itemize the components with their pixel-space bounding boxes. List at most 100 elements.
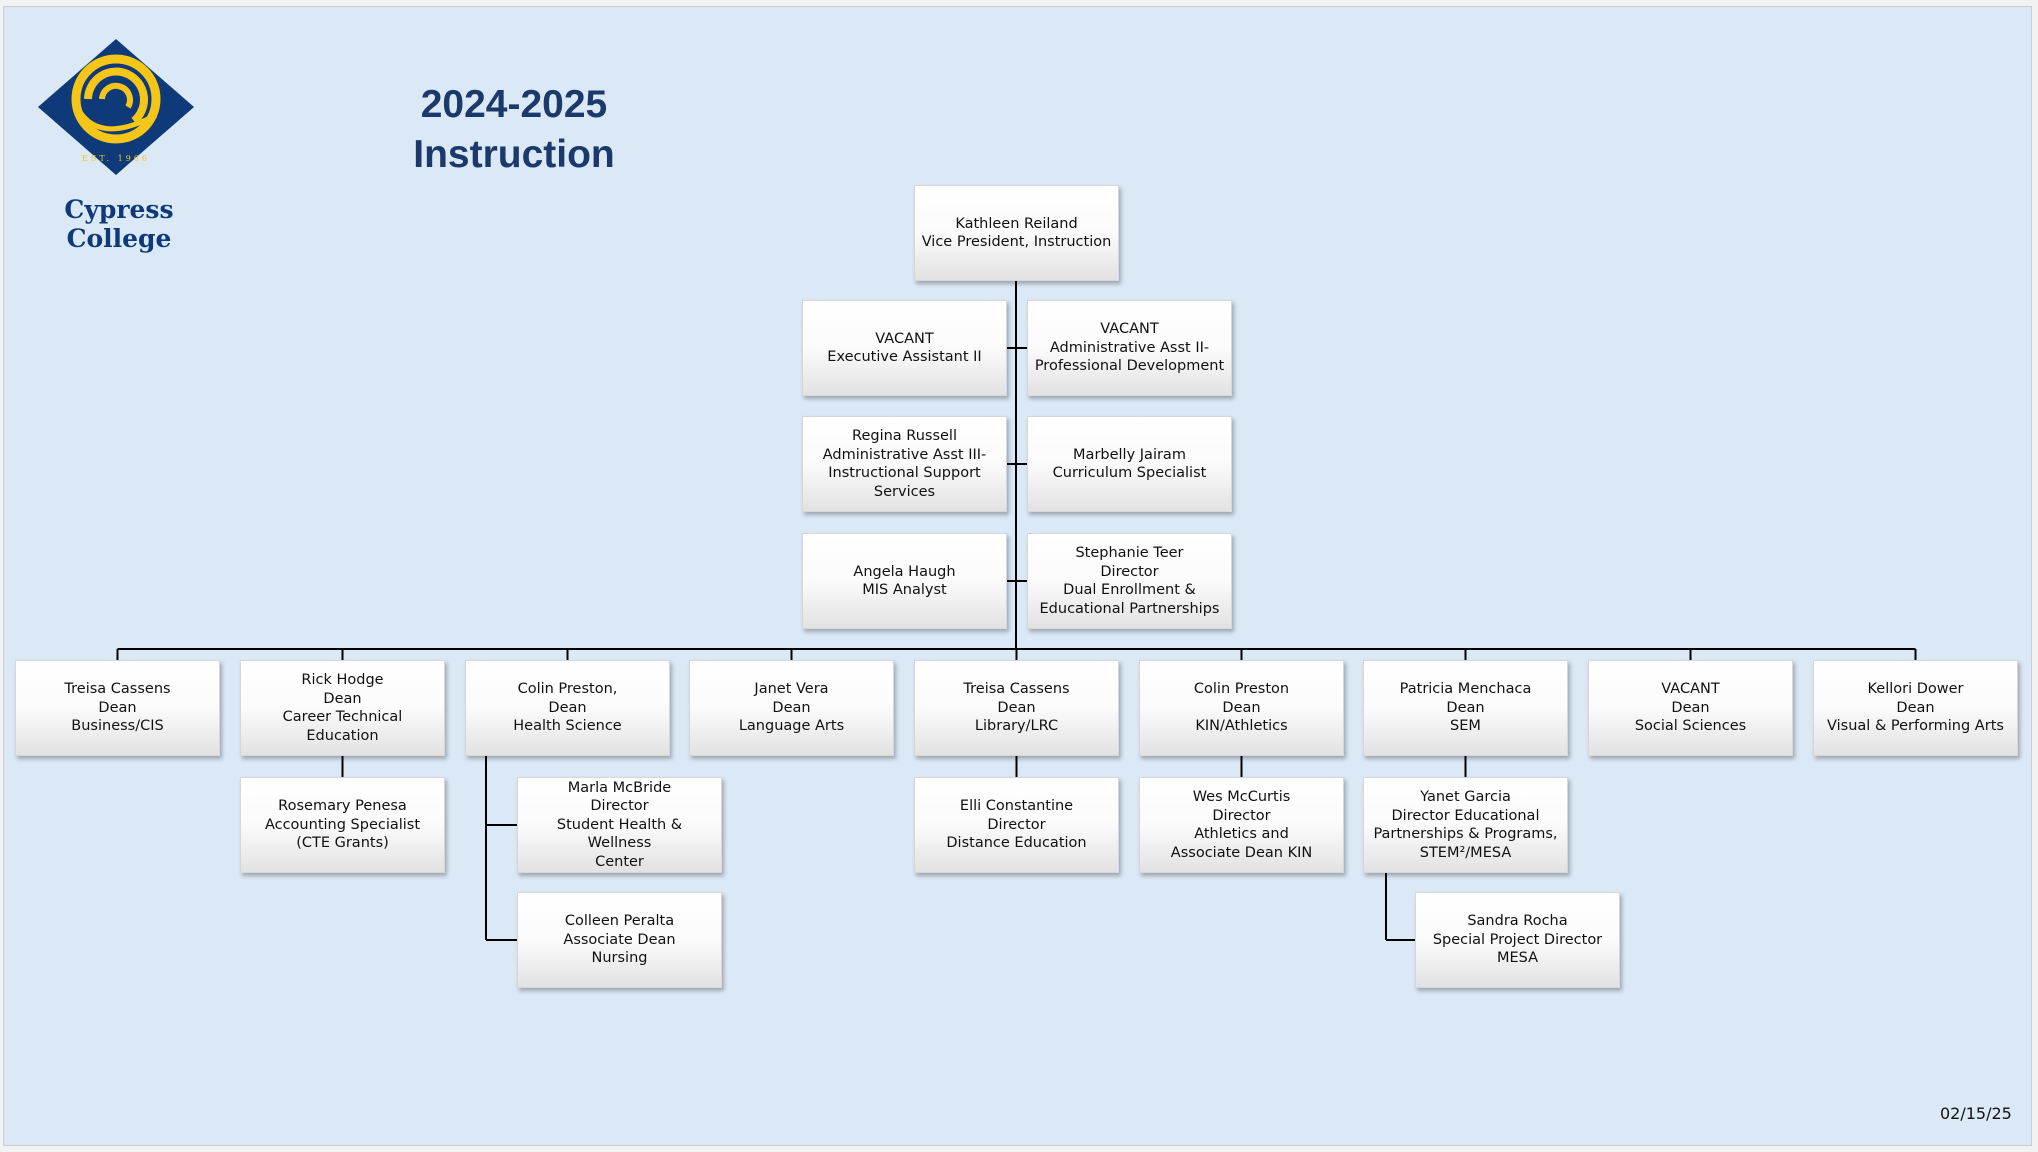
position-title: Director (987, 816, 1046, 833)
position-title: Vice President, Instruction (921, 234, 1112, 250)
person-name: Treisa Cassens (963, 681, 1070, 698)
seal-inscription: EST. 1966 (82, 154, 150, 163)
position-title: Dean (1896, 699, 1935, 716)
position-title: Dean (98, 699, 137, 716)
position-title: Social Sciences (1634, 718, 1747, 735)
position-title: Instructional Support (828, 465, 981, 481)
position-title: Director (1100, 563, 1159, 580)
position-title: Associate Dean (563, 931, 676, 948)
position-title: Associate Dean KIN (1170, 844, 1313, 861)
revision-date: 02/15/25 (1940, 1104, 2012, 1123)
position-title: Director (590, 798, 649, 815)
position-title: Dean (1671, 699, 1710, 716)
position-title: Curriculum Specialist (1052, 465, 1207, 481)
position-title: Services (873, 483, 936, 500)
person-name: Colin Preston (1193, 681, 1290, 698)
position-title: Dean (1222, 699, 1261, 716)
position-title: Administrative Asst III- (822, 446, 987, 463)
position-title: Dean (548, 699, 587, 716)
person-name: Wes McCurtis (1192, 789, 1291, 805)
college-name: Cypress College (64, 195, 174, 253)
position-title: Director Educational (1391, 807, 1540, 824)
position-title: Student Health & Wellness (556, 816, 683, 852)
person-name: Angela Haugh (853, 563, 956, 580)
position-title: STEM²/MESA (1419, 844, 1512, 861)
position-title: Dual Enrollment & (1063, 582, 1196, 598)
person-name: Sandra Rocha (1467, 913, 1568, 930)
person-name: Kellori Dower (1867, 681, 1964, 698)
page-title-department: Instruction (413, 133, 615, 176)
person-name: Colin Preston, (517, 681, 618, 698)
position-title: (CTE Grants) (296, 835, 389, 852)
staff-box: VACANT Executive Assistant II (802, 300, 1007, 396)
position-title: SEM (1450, 718, 1481, 735)
position-title: Health Science (513, 718, 622, 735)
person-name: Elli Constantine (959, 798, 1074, 815)
position-title: Executive Assistant II (827, 349, 982, 365)
page-title-year: 2024-2025 (420, 83, 608, 126)
position-title: Director (1212, 807, 1271, 824)
position-title: Dean (1446, 699, 1485, 716)
position-title: MIS Analyst (862, 582, 947, 598)
person-name: Regina Russell (852, 428, 957, 444)
person-name: Rosemary Penesa (278, 798, 407, 815)
person-name: Marla McBride (567, 779, 672, 796)
person-name: VACANT (1100, 321, 1159, 338)
position-title: Center (595, 853, 644, 870)
person-name: VACANT (875, 330, 934, 347)
person-name: VACANT (1661, 681, 1720, 698)
position-title: Dean (997, 699, 1036, 716)
position-title: Dean (323, 690, 362, 707)
person-name: Patricia Menchaca (1399, 681, 1532, 698)
person-name: Marbelly Jairam (1073, 446, 1186, 463)
person-name: Janet Vera (754, 681, 829, 698)
position-title: Distance Education (946, 835, 1087, 852)
position-title: Visual & Performing Arts (1827, 718, 2004, 735)
position-title: Nursing (591, 950, 648, 967)
position-title: Special Project Director (1432, 931, 1603, 948)
cypress-college-seal-icon: EST. 1966 (38, 39, 194, 175)
position-title: Business/CIS (71, 718, 164, 735)
position-title: Language Arts (738, 718, 845, 735)
person-name: Stephanie Teer (1075, 545, 1184, 561)
position-title: Partnerships & Programs, (1373, 826, 1558, 842)
position-title: Career Technical Education (282, 709, 403, 744)
person-name: Treisa Cassens (64, 681, 171, 698)
person-name: Yanet Garcia (1420, 789, 1511, 805)
position-title: Dean (772, 699, 811, 716)
person-name: Kathleen Reiland (955, 215, 1078, 232)
person-name: Colleen Peralta (564, 913, 675, 930)
position-title: KIN/Athletics (1195, 718, 1288, 735)
position-title: MESA (1496, 950, 1539, 967)
position-title: Educational Partnerships (1039, 600, 1220, 617)
person-name: Rick Hodge (301, 672, 384, 688)
position-title: Professional Development (1034, 358, 1225, 375)
position-title: Administrative Asst II- (1049, 339, 1210, 356)
position-title: Library/LRC (974, 718, 1059, 735)
position-title: Accounting Specialist (264, 816, 421, 833)
position-title: Athletics and (1194, 826, 1289, 842)
